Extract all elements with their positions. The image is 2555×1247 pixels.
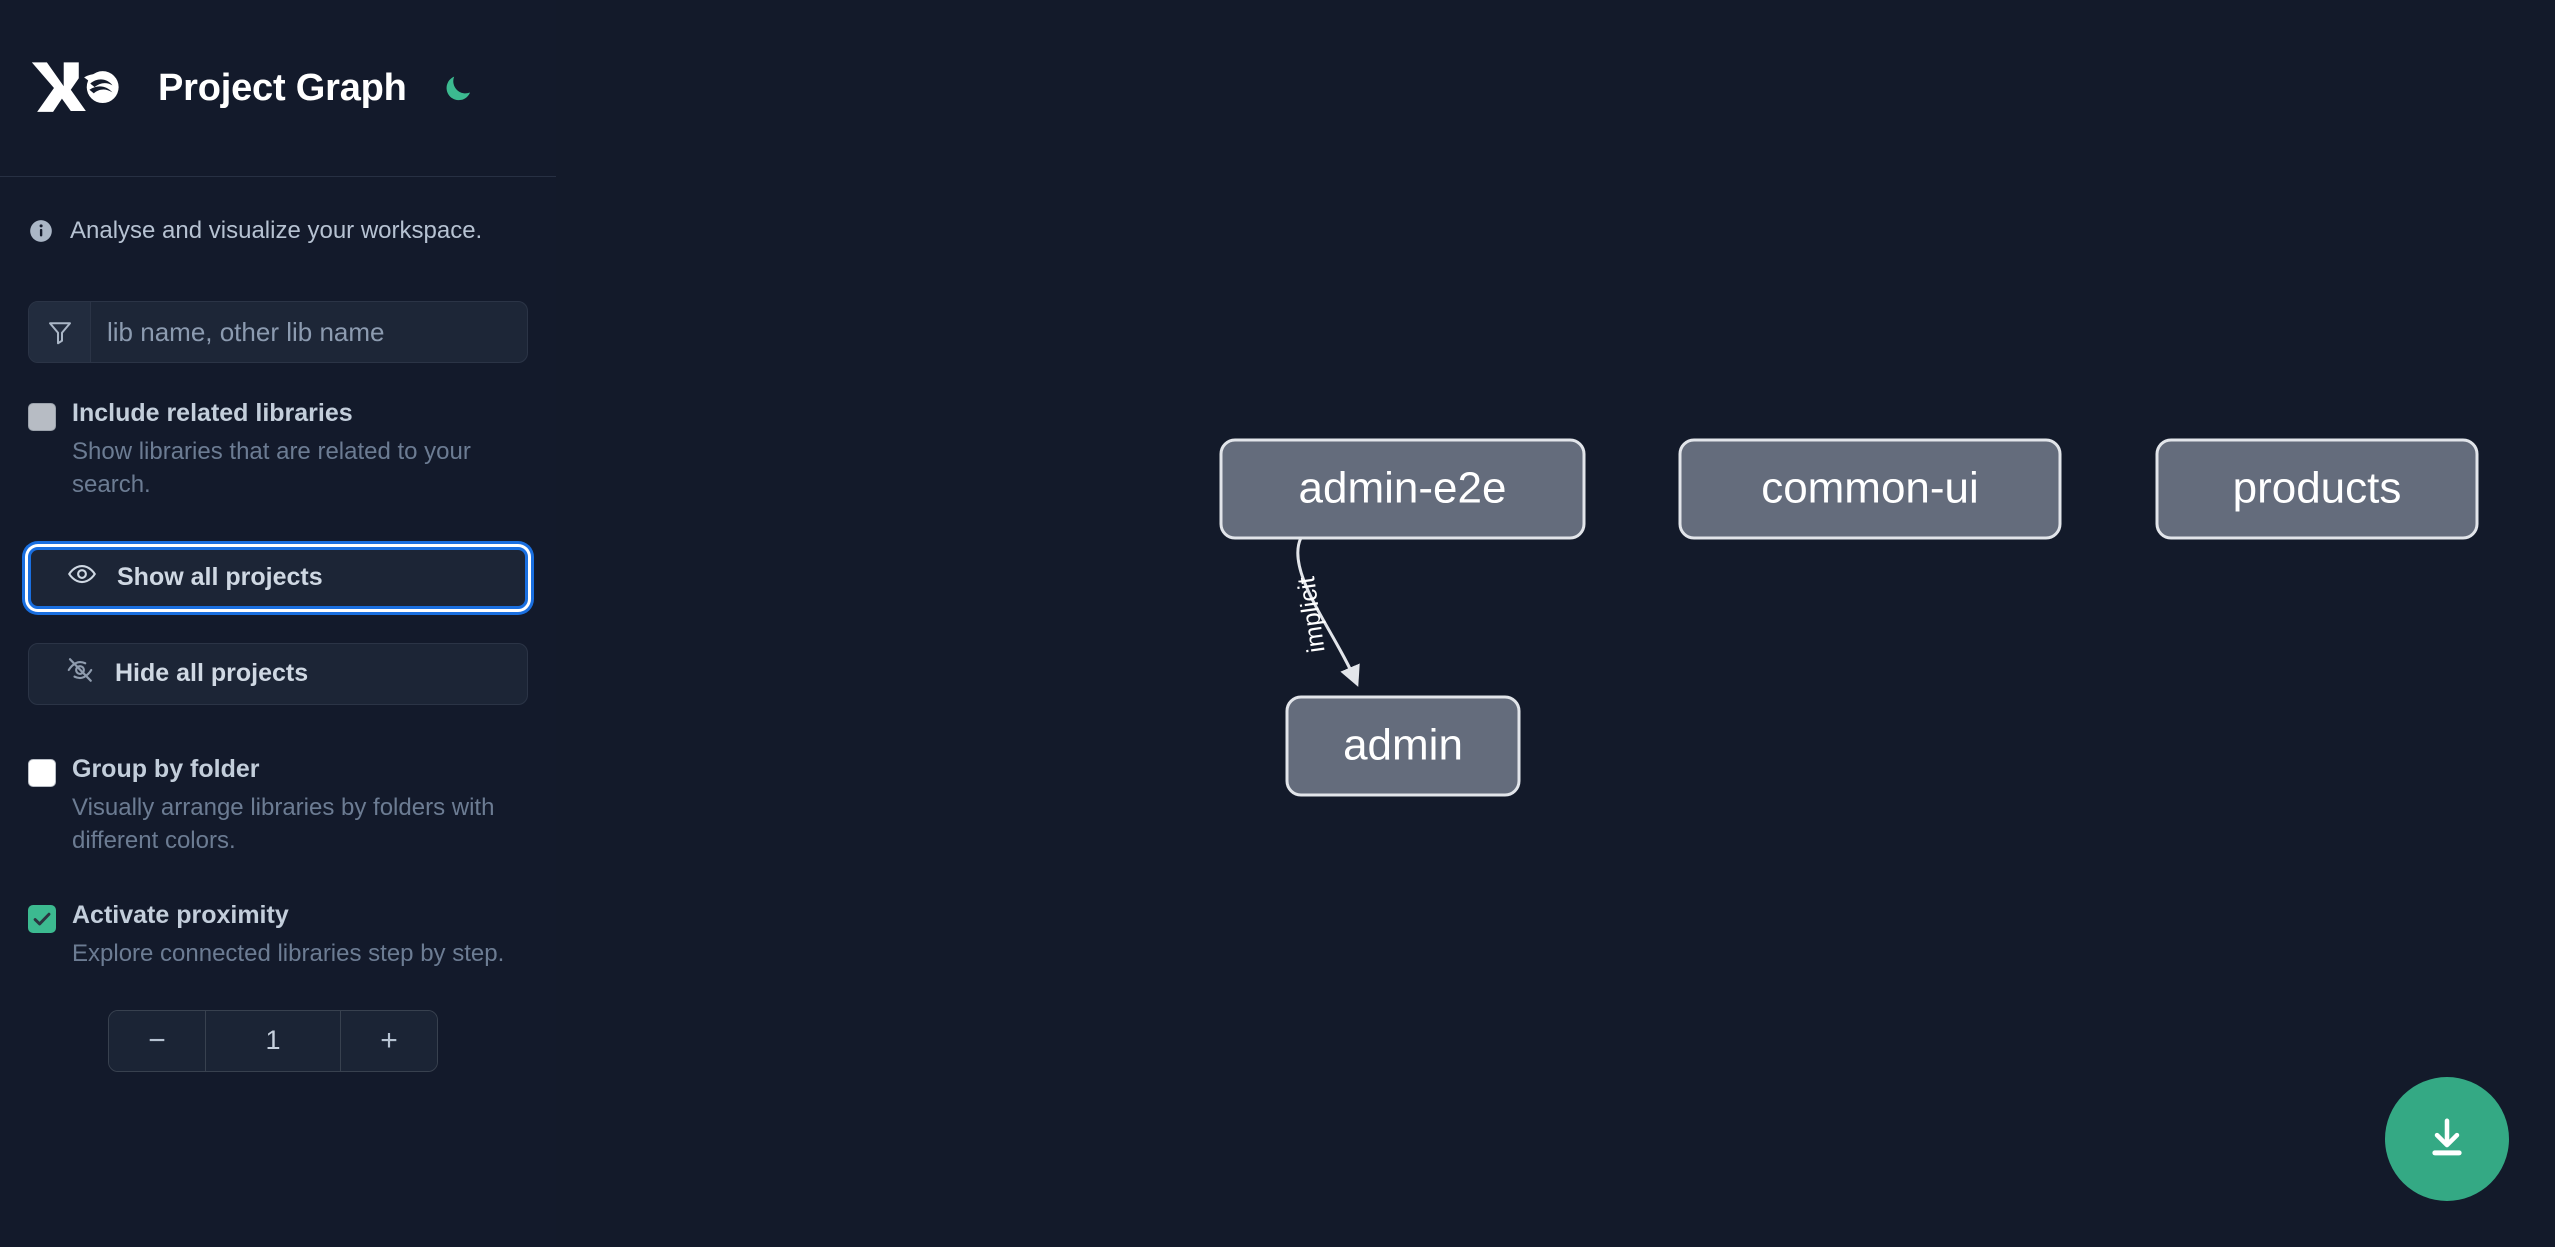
proximity-stepper: − 1 +	[108, 1009, 438, 1072]
graph-edge[interactable]: implicit	[1292, 537, 1360, 687]
sidebar-header: Project Graph	[0, 0, 556, 177]
sidebar: Project Graph Analyse and visualize your…	[0, 0, 556, 1247]
option-group-by-folder: Group by folder Visually arrange librari…	[0, 755, 556, 857]
info-icon	[28, 218, 54, 249]
proximity-increment-button[interactable]: +	[340, 1010, 437, 1071]
moon-icon[interactable]	[437, 67, 479, 109]
edge-layer: implicitimplicit	[1292, 537, 1360, 687]
graph-node[interactable]: admin-e2e	[1219, 438, 1586, 540]
workspace-tagline: Analyse and visualize your workspace.	[0, 177, 556, 249]
filter-icon	[29, 302, 91, 362]
graph-node-label: common-ui	[1761, 464, 1979, 513]
eye-icon	[67, 559, 97, 596]
download-graph-button[interactable]	[2385, 1077, 2509, 1201]
search-input[interactable]	[91, 302, 527, 362]
graph-node[interactable]: products	[2155, 438, 2479, 540]
option-activate-proximity: Activate proximity Explore connected lib…	[0, 901, 556, 970]
download-icon	[2432, 1118, 2462, 1156]
option-label: Group by folder	[72, 754, 260, 783]
project-graph-svg: implicitimplicit admin-e2ecommon-uiprodu…	[1219, 438, 2479, 797]
option-description: Visually arrange libraries by folders wi…	[72, 793, 495, 854]
tagline-text: Analyse and visualize your workspace.	[70, 217, 483, 244]
option-label: Activate proximity	[72, 900, 289, 929]
node-layer: admin-e2ecommon-uiproductsstore-e2eadmin…	[1219, 438, 2479, 797]
hide-all-projects-label: Hide all projects	[115, 659, 309, 688]
graph-node-label: admin	[1343, 721, 1463, 770]
graph-node-label: admin-e2e	[1299, 464, 1507, 513]
visibility-button-group: Show all projects Hide all projects	[0, 546, 556, 705]
graph-node[interactable]: admin	[1285, 695, 1521, 797]
show-all-projects-label: Show all projects	[117, 563, 323, 592]
option-include-related-libraries: Include related libraries Show libraries…	[0, 399, 556, 501]
graph-canvas[interactable]: implicitimplicit admin-e2e common-ui produ…	[556, 0, 2555, 1247]
proximity-decrement-button[interactable]: −	[109, 1010, 206, 1071]
proximity-value: 1	[265, 1025, 281, 1056]
graph-node[interactable]: common-ui	[1678, 438, 2062, 540]
option-description: Show libraries that are related to your …	[72, 437, 471, 498]
include-related-libraries-checkbox[interactable]	[28, 403, 56, 501]
edge-label: implicit	[1292, 575, 1330, 655]
graph-node-label: products	[2233, 464, 2402, 513]
page-title: Project Graph	[158, 66, 407, 109]
activate-proximity-checkbox[interactable]	[28, 904, 56, 970]
hide-all-projects-button[interactable]: Hide all projects	[28, 642, 528, 705]
group-by-folder-checkbox[interactable]	[28, 758, 56, 857]
search-box[interactable]	[28, 301, 528, 363]
eye-off-icon	[65, 655, 95, 692]
option-description: Explore connected libraries step by step…	[72, 939, 505, 967]
show-all-projects-button[interactable]: Show all projects	[28, 546, 528, 609]
nx-logo	[28, 57, 126, 119]
option-label: Include related libraries	[72, 399, 353, 427]
check-icon	[33, 912, 51, 926]
